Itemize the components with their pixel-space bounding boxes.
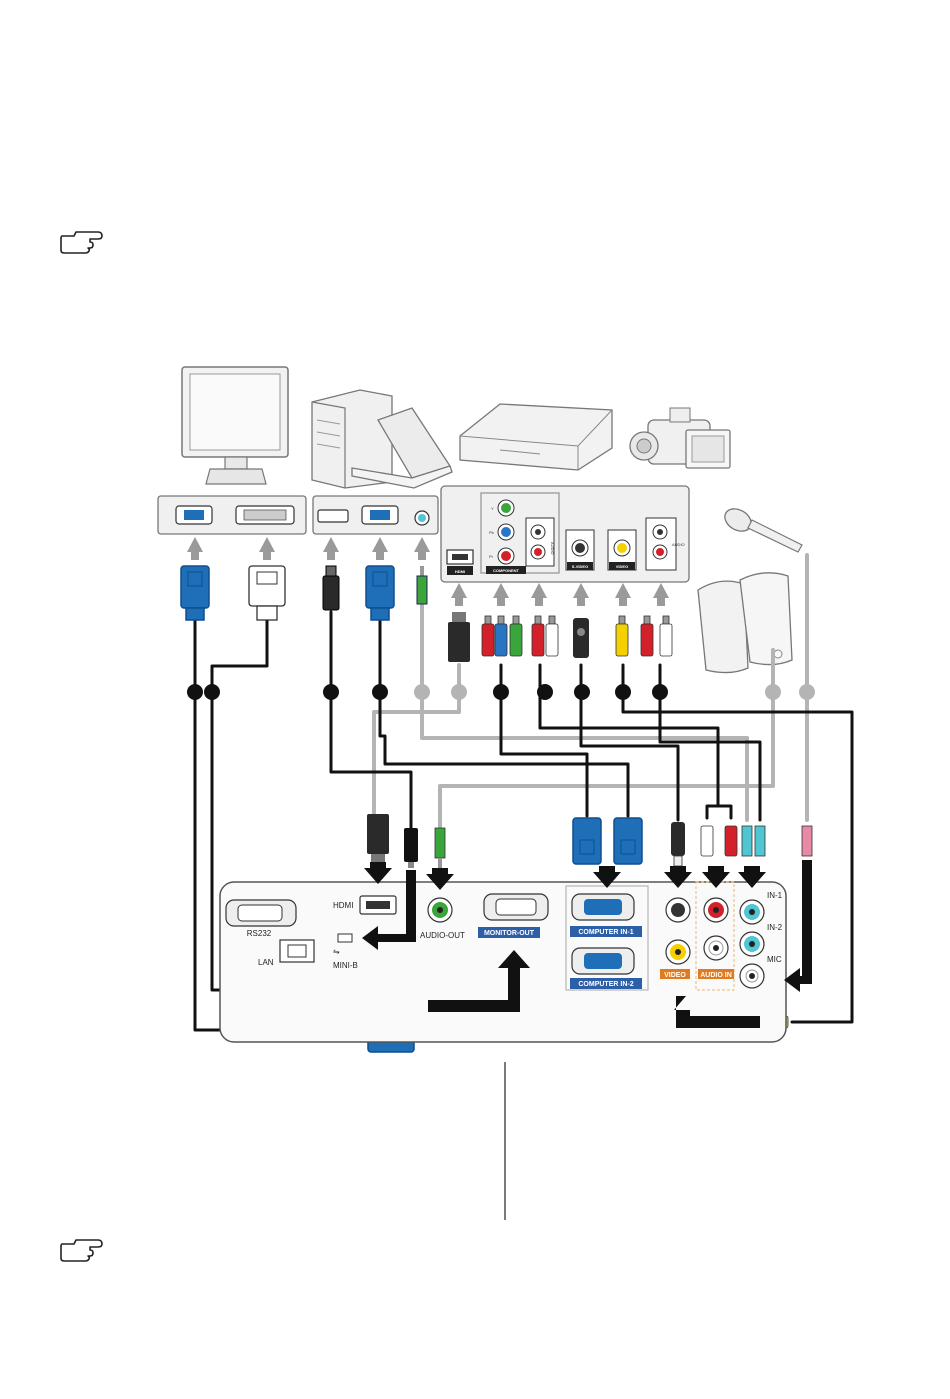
in-2-label: IN-2 — [767, 923, 783, 932]
computer-in-2-label: COMPUTER IN-2 — [578, 981, 633, 988]
hand-pointer-icon — [61, 232, 102, 253]
video-label: VIDEO — [616, 564, 628, 569]
component-y-label: Y — [491, 506, 494, 511]
mic-label: MIC — [767, 955, 782, 964]
component-pb-label: Pb — [489, 530, 495, 535]
source-panel-computer — [313, 496, 438, 534]
svideo-label: S-VIDEO — [572, 564, 588, 569]
monitor-icon — [182, 367, 288, 484]
rs232-label: RS232 — [247, 929, 272, 938]
vga-plug-computer-in-1 — [573, 818, 601, 864]
lan-label: LAN — [258, 958, 274, 967]
audio-out-label: AUDIO-OUT — [420, 931, 465, 940]
source-hdmi-label: HDMI — [455, 569, 465, 574]
av-player-icon — [460, 404, 612, 470]
speakers-icon — [698, 573, 792, 673]
component-label: COMPONENT — [493, 568, 520, 573]
source-panel-monitor — [158, 496, 306, 534]
projector-video-label: VIDEO — [664, 972, 686, 979]
cable-nodes — [187, 684, 815, 700]
computer-in-1-label: COMPUTER IN-1 — [578, 929, 633, 936]
component-audio-label: AUDIO — [550, 542, 555, 555]
microphone-icon — [721, 504, 802, 552]
hdmi-label: HDMI — [333, 901, 353, 910]
hand-pointer-icon — [61, 1240, 102, 1261]
mini-b-label: MINI-B — [333, 961, 358, 970]
in-1-label: IN-1 — [767, 891, 783, 900]
camcorder-icon — [630, 408, 730, 468]
usb-icon: ⇋ — [333, 947, 340, 956]
audio-label-2: AUDIO — [672, 542, 685, 547]
component-pr-label: Pr — [489, 554, 494, 559]
monitor-out-label: MONITOR-OUT — [484, 930, 535, 937]
audio-in-label: AUDIO IN — [700, 972, 732, 979]
source-panel-av: HDMI Y Pb Pr COMPONENT AUDIO S-VIDEO VID… — [441, 486, 689, 582]
